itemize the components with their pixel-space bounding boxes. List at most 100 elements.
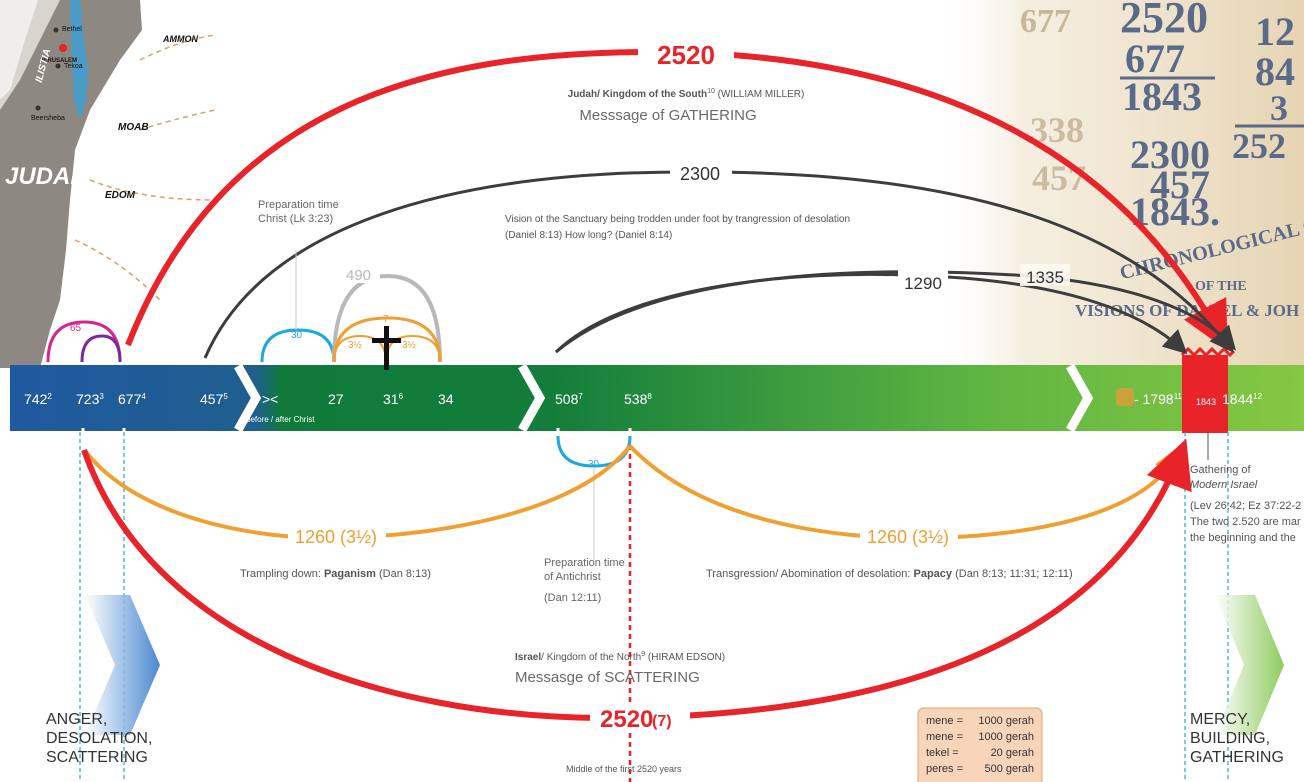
left-block-3: SCATTERING <box>46 749 148 766</box>
arc-1260-right-label: 1260 (3½) <box>867 527 949 547</box>
date-538: 5388 <box>624 391 652 407</box>
scroll-icon <box>1116 388 1134 406</box>
arc-30-top-label: 30 <box>291 330 303 341</box>
prep-christ-2: Christ (Lk 3:23) <box>258 213 333 225</box>
right-block-2: BUILDING, <box>1190 730 1270 747</box>
gathering-line-2: Modern Israel <box>1190 479 1258 491</box>
judah-kingdom-label: Judah/ Kingdom of the South10 (WILLIAM M… <box>568 88 805 100</box>
date-31: 316 <box>383 391 404 407</box>
cross-icon <box>372 326 401 370</box>
paganism-desc: Trampling down: Paganism (Dan 8:13) <box>240 568 431 580</box>
arc-30-top <box>260 328 336 363</box>
arc-2520-bottom-seven: (7) <box>652 713 672 730</box>
arc-2300-desc-2: (Daniel 8:13) How long? (Daniel 8:14) <box>505 230 672 241</box>
right-chevron-icon <box>1215 595 1284 735</box>
arc-1335 <box>555 270 1236 354</box>
half-right-label: 3½ <box>402 340 417 351</box>
old-num-6: 84 <box>1255 49 1295 94</box>
arc-65-label: 65 <box>70 323 82 334</box>
date-742: 7422 <box>24 391 52 407</box>
measure-value-1: 1000 gerah <box>978 715 1034 727</box>
left-block-1: ANGER, <box>46 711 107 728</box>
measure-word-1: mene = <box>926 715 963 727</box>
date-1843: 1843 <box>1196 397 1216 407</box>
before-after-label: before / after Christ <box>246 415 315 424</box>
half-left-label: 3½ <box>348 340 363 351</box>
map-region-moab: MOAB <box>118 122 149 133</box>
right-block-1: MERCY, <box>1190 711 1250 728</box>
old-num-1: 677 <box>1020 3 1071 40</box>
papacy-desc: Transgression/ Abomination of desolation… <box>706 568 1073 580</box>
right-block-3: GATHERING <box>1190 749 1284 766</box>
arc-1290-label: 1290 <box>904 274 942 293</box>
gathering-line-4: The two 2.520 are mar <box>1190 516 1301 528</box>
arc-purple <box>80 334 122 363</box>
date-34: 34 <box>438 391 454 407</box>
gathering-line-1: Gathering of <box>1190 464 1251 476</box>
prep-anti-1: Preparation time <box>544 557 625 569</box>
map-place-jerusalem: JERUSALEM <box>40 58 77 64</box>
chevron-1 <box>234 363 262 433</box>
arc-7-label: 7 <box>383 314 389 325</box>
measure-value-3: 20 gerah <box>991 747 1034 759</box>
date-457: 4575 <box>200 391 228 407</box>
date-1844: 184412 <box>1222 391 1263 407</box>
measure-word-2: mene = <box>926 731 963 743</box>
date-723: 7233 <box>76 391 104 407</box>
old-num-3: 677 <box>1125 36 1185 81</box>
map-region-edom: EDOM <box>105 190 136 201</box>
arc-30-bottom-label: 30 <box>588 459 600 470</box>
arc-1260-left-label: 1260 (3½) <box>295 527 377 547</box>
old-num-2: 2520 <box>1120 0 1208 42</box>
map-region-ammon: AMMON <box>162 34 198 44</box>
middle-note: Middle of the first 2520 years <box>566 764 682 774</box>
gathering-marker <box>1182 355 1228 433</box>
map-place-beersheba: Beersheba <box>31 115 65 122</box>
measure-box: mene = 1000 gerah mene = 1000 gerah teke… <box>917 707 1043 782</box>
old-num-4: 1843 <box>1122 74 1202 119</box>
chevron-3 <box>1066 363 1094 433</box>
map-place-bethel: Bethel <box>62 26 82 33</box>
gathering-line-3: (Lev 26:42; Ez 37:22-2 <box>1190 500 1301 512</box>
arc-2300-label: 2300 <box>680 164 720 184</box>
date-27: 27 <box>328 391 344 407</box>
arc-490-label: 490 <box>346 267 371 284</box>
old-num-12: 457 <box>1032 158 1086 198</box>
old-num-8: 252 <box>1232 126 1286 166</box>
prep-anti-3: (Dan 12:11) <box>544 592 601 604</box>
measure-word-4: peres = <box>926 763 963 775</box>
chevron-2 <box>518 363 546 433</box>
arc-7 <box>332 316 442 363</box>
measure-value-2: 1000 gerah <box>978 731 1034 743</box>
left-block-2: DESOLATION, <box>46 730 152 747</box>
map-of-judah: Bethel JERUSALEM Tekoa Beersheba AMMON I… <box>0 0 216 368</box>
message-scattering: Messasge of SCATTERING <box>515 669 700 686</box>
map-region-judah: JUDAH <box>5 163 88 190</box>
date-677: 6774 <box>118 391 146 407</box>
old-num-14: 1843. <box>1130 189 1220 234</box>
map-place-tekoa: Tekoa <box>64 63 83 70</box>
message-gathering: Messsage of GATHERING <box>579 107 756 124</box>
left-chevron-icon <box>85 595 160 735</box>
old-title-2: OF THE <box>1195 279 1247 294</box>
measure-word-3: tekel = <box>926 747 959 759</box>
old-num-7: 3 <box>1270 88 1288 128</box>
old-num-13: 457 <box>1150 162 1210 207</box>
old-chart-background: 677 2520 677 1843 12 84 3 252 338 2300 4… <box>930 0 1304 370</box>
israel-kingdom-label: Israel/ Kingdom of the North9 (HIRAM EDS… <box>515 651 725 663</box>
date-before-after: >< <box>262 391 278 407</box>
arc-2300-desc-1: Vision ot the Sanctuary being trodden un… <box>505 214 850 225</box>
measure-value-4: 500 gerah <box>984 763 1034 775</box>
prep-anti-2: of Antichrist <box>544 571 601 583</box>
old-num-10: 2300 <box>1130 132 1210 177</box>
timeline-band: 7422 7233 6774 4575 >< before / after Ch… <box>10 346 1304 445</box>
old-num-5: 12 <box>1255 9 1295 54</box>
arc-490 <box>332 273 442 363</box>
date-1798: - 179811 <box>1134 391 1183 407</box>
date-508: 5087 <box>555 391 583 407</box>
arc-2520-bottom-label: 2520 <box>600 706 653 733</box>
arc-1335-label: 1335 <box>1026 268 1064 287</box>
arc-2520-top-label: 2520 <box>657 40 715 70</box>
